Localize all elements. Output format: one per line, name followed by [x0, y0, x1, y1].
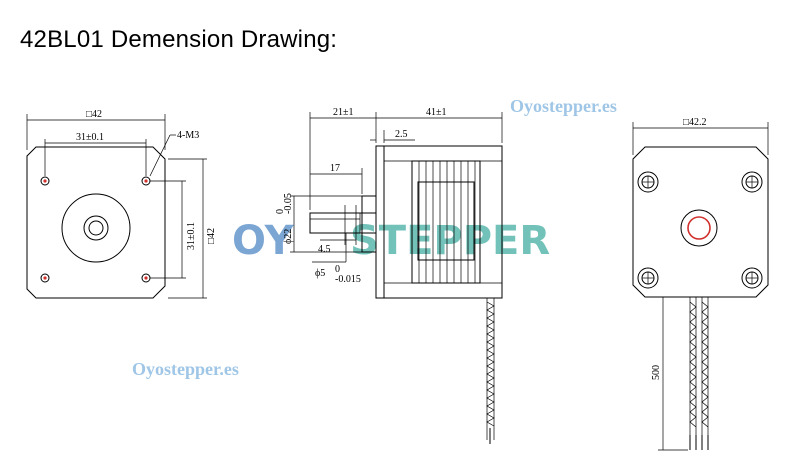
rear-lead-wires: [689, 297, 709, 450]
front-view: □42 31±0.1 4-M3 31±0.1 □42: [26, 109, 217, 299]
side-boss-tol-lower: -0.05: [283, 193, 294, 214]
rear-body-outline: [632, 146, 769, 298]
front-shaft-inner: [88, 220, 104, 236]
rear-screw: [741, 267, 763, 289]
watermark-site-top: Oyostepper.es: [510, 96, 617, 116]
front-hole-spacing-h: 31±0.1: [76, 132, 104, 143]
rear-lead-length: 500: [651, 365, 662, 380]
mount-hole: [43, 276, 47, 280]
side-view: 21±1 41±1 2.5 17 ϕ22 0 -0.05 4.5 ϕ5 0 -0…: [275, 107, 503, 444]
mount-hole: [144, 276, 148, 280]
mount-hole: [43, 179, 47, 183]
front-body-outline: [26, 146, 166, 299]
rear-boss: [680, 209, 718, 247]
side-boss-tol-upper: 0: [275, 209, 286, 214]
side-lead-wire: [486, 298, 495, 444]
side-shaft-tol-lower: -0.015: [335, 274, 361, 285]
mount-hole: [40, 176, 50, 186]
side-rotor-fins: [411, 160, 481, 284]
mount-hole: [144, 179, 148, 183]
side-boss-length: 17: [330, 163, 340, 174]
rear-square-size: □42.2: [683, 117, 707, 128]
front-hole-spacing-v: 31±0.1: [186, 222, 197, 250]
side-body-length: 41±1: [426, 107, 447, 118]
watermark-site-bottom: Oyostepper.es: [132, 359, 239, 379]
front-square-size: □42: [86, 109, 102, 120]
side-shaft-diameter: ϕ5: [315, 268, 325, 279]
side-flat-length: 4.5: [318, 244, 331, 255]
front-boss: [61, 193, 131, 263]
watermark-logo-suffix: STEPPER: [350, 218, 550, 264]
rear-screw: [637, 267, 659, 289]
front-holes-label: 4-M3: [177, 130, 199, 141]
rear-screw: [741, 171, 763, 193]
side-boss-diameter: ϕ22: [283, 229, 294, 244]
side-shaft-length: 21±1: [333, 107, 354, 118]
side-flange-thickness: 2.5: [395, 129, 408, 140]
front-square-size-v: □42: [206, 228, 217, 244]
mount-hole: [40, 273, 50, 283]
watermark-logo: OY STEPPER: [232, 218, 550, 264]
page-title: 42BL01 Demension Drawing:: [20, 26, 338, 53]
rear-view: □42.2 500: [632, 117, 769, 451]
rear-shaft-ring: [687, 216, 711, 240]
side-body: [383, 145, 503, 299]
rear-screw: [637, 171, 659, 193]
side-shaft-tol-upper: 0: [335, 264, 340, 275]
front-shaft-outer: [83, 215, 109, 241]
watermark-logo-prefix: OY: [232, 218, 295, 264]
